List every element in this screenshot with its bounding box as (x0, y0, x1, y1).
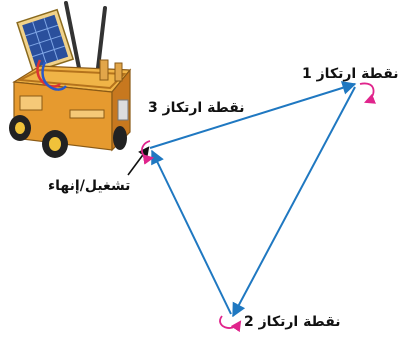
path-segment-1-to-2 (233, 87, 355, 316)
turn-arrow-pivot-2 (220, 316, 240, 328)
path-segment-3-to-1 (150, 84, 355, 148)
pivot-1-label: نقطة ارتكاز 1 (302, 66, 399, 82)
pivot-2-label: نقطة ارتكاز 2 (244, 314, 341, 330)
path-segment-2-to-3 (152, 151, 231, 314)
turn-arrow-pivot-1 (360, 83, 374, 102)
start-end-pointer-arrow (128, 148, 148, 175)
solar-robot-car-icon (9, 3, 130, 158)
start-end-label: تشغيل/إنهاء (48, 178, 130, 194)
pivot-3-label: نقطة ارتكاز 3 (148, 100, 245, 116)
